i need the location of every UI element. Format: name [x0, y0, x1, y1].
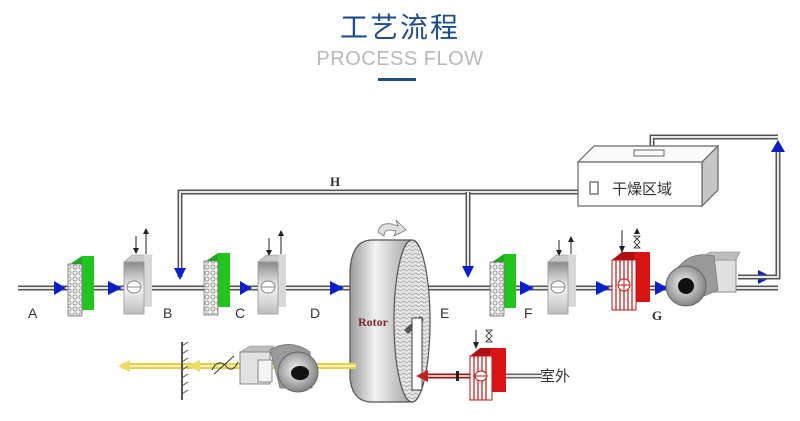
rotor-label: Rotor [358, 315, 389, 329]
arrow-down-icon [462, 266, 474, 278]
arrow-up-icon [278, 230, 284, 236]
arrow-down-icon [266, 250, 272, 256]
arrow-up-icon [634, 228, 640, 234]
label-g: G [652, 308, 662, 323]
title-underline [378, 78, 416, 81]
drying-area-label: 干燥区域 [612, 180, 672, 198]
filter-c [203, 253, 230, 316]
regeneration-fan [238, 344, 319, 393]
desiccant-rotor[interactable] [349, 219, 431, 403]
arrow-left-icon [416, 370, 428, 382]
arrow-right-icon [330, 281, 344, 295]
arrow-down-icon [174, 268, 186, 280]
arrow-down-icon [133, 248, 139, 254]
label-c: C [235, 305, 245, 321]
arrow-up-icon [771, 140, 785, 152]
regeneration-heater [469, 329, 506, 401]
label-f: F [524, 305, 533, 321]
cooling-coil-b [123, 228, 153, 315]
page-subtitle: PROCESS FLOW [316, 48, 484, 70]
arrow-down-icon [473, 342, 479, 349]
drying-area[interactable] [576, 144, 720, 208]
process-fan [665, 251, 741, 307]
cooling-coil-f [547, 236, 577, 315]
outlet-vent [633, 149, 665, 157]
bypass-duct-h [174, 189, 578, 280]
arrow-left-icon [188, 360, 200, 372]
damper-icon [211, 361, 239, 371]
arrow-down-icon [619, 246, 625, 253]
label-d: D [310, 305, 320, 321]
arrow-right-icon [655, 281, 668, 295]
page-title: 工艺流程 [339, 11, 460, 44]
heater-g [611, 228, 650, 311]
filter-a [67, 256, 94, 317]
rotation-arrow-icon [377, 219, 407, 237]
label-b: B [163, 305, 172, 321]
arrow-right-icon [520, 281, 534, 295]
arrow-right-icon [54, 281, 66, 295]
cooling-coil-d [257, 230, 287, 315]
arrow-right-icon [240, 281, 252, 295]
arrow-up-icon [568, 236, 574, 242]
arrow-down-icon [556, 250, 562, 256]
label-e: E [440, 305, 449, 321]
door-icon [589, 181, 599, 195]
arrow-up-icon [143, 228, 149, 234]
arrow-right-icon [596, 281, 610, 295]
outside-wall [181, 341, 189, 400]
filter-f [489, 254, 516, 317]
valve-icon [633, 235, 641, 249]
exhaust-line [118, 355, 356, 375]
arrow-right-icon [108, 281, 122, 295]
label-a: A [28, 305, 38, 321]
outdoor-label: 室外 [540, 367, 570, 385]
valve-icon [485, 329, 493, 343]
arrow-left-icon [118, 360, 130, 372]
label-h: H [330, 174, 340, 189]
